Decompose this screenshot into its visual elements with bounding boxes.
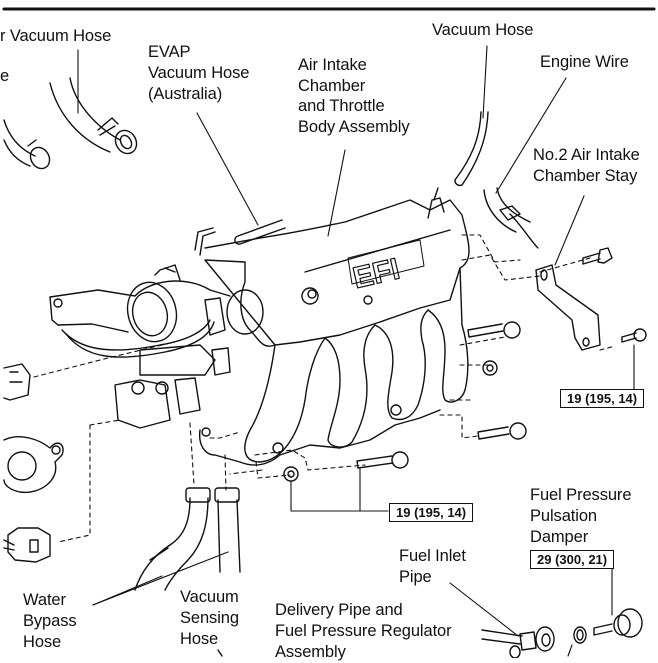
nut-manifold-2 [283, 466, 299, 482]
air-intake-chamber-body [198, 187, 470, 466]
bolt-manifold-1 [467, 321, 521, 339]
label-vacuum-sensing-hose: Vacuum Sensing Hose [180, 588, 239, 648]
label-delivery-pipe-assembly: Delivery Pipe and Fuel Pressure Regulato… [275, 601, 452, 661]
label-evap-vacuum-hose: EVAP Vacuum Hose (Australia) [148, 43, 250, 103]
gasket-illustration [3, 436, 64, 494]
label-water-bypass-hose: Water Bypass Hose [23, 591, 77, 651]
engine-wire-illustration [483, 77, 567, 249]
torque-spec-stay-bolt: 19 (195, 14) [560, 389, 645, 408]
no2-chamber-stay-illustration [535, 195, 601, 351]
nut-manifold-1 [482, 360, 498, 376]
label-vacuum-hose: Vacuum Hose [432, 21, 534, 39]
label-fuel-inlet-pipe: Fuel Inlet Pipe [399, 547, 466, 586]
dashed-alignment-lines [33, 234, 616, 543]
vacuum-sensing-hose-illustration [214, 487, 241, 657]
fuel-inlet-pipe-illustration [449, 582, 555, 658]
label-fuel-pressure-pulsation-damper: Fuel Pressure Pulsation Damper [530, 486, 632, 546]
label-vacuum-hose-left: r Vacuum Hose [0, 27, 112, 45]
label-no2-air-intake-chamber-stay: No.2 Air Intake Chamber Stay [533, 146, 640, 185]
vacuum-hose-left-illustration [49, 49, 138, 155]
sensor-connector-illustration [3, 527, 51, 563]
water-bypass-hose-illustration [92, 487, 229, 606]
bolt-stay-lower [621, 328, 647, 393]
fuel-pressure-pulsation-damper-illustration [567, 564, 643, 657]
torque-spec-pulsation-damper: 29 (300, 21) [530, 550, 615, 569]
label-hose-truncated: e [0, 67, 10, 85]
air-intake-leader-line [327, 149, 346, 237]
throttle-body-illustration [49, 227, 264, 429]
label-air-intake-chamber: Air Intake Chamber and Throttle Body Ass… [298, 56, 410, 136]
bolt-manifold-2 [477, 422, 527, 440]
evap-leader-line [196, 112, 259, 226]
connector-left-illustration [3, 363, 31, 401]
vacuum-hose-center-illustration [454, 45, 489, 187]
bolt-manifold-3 [356, 451, 409, 469]
bolt-stay-upper [582, 247, 613, 265]
torque-leader-lines [290, 468, 389, 512]
torque-spec-manifold-bolts: 19 (195, 14) [389, 503, 474, 522]
evap-hose [234, 219, 286, 245]
label-engine-wire: Engine Wire [540, 53, 629, 71]
efi-emblem: EFI [350, 252, 403, 295]
hose-left-edge-illustration [3, 119, 51, 170]
